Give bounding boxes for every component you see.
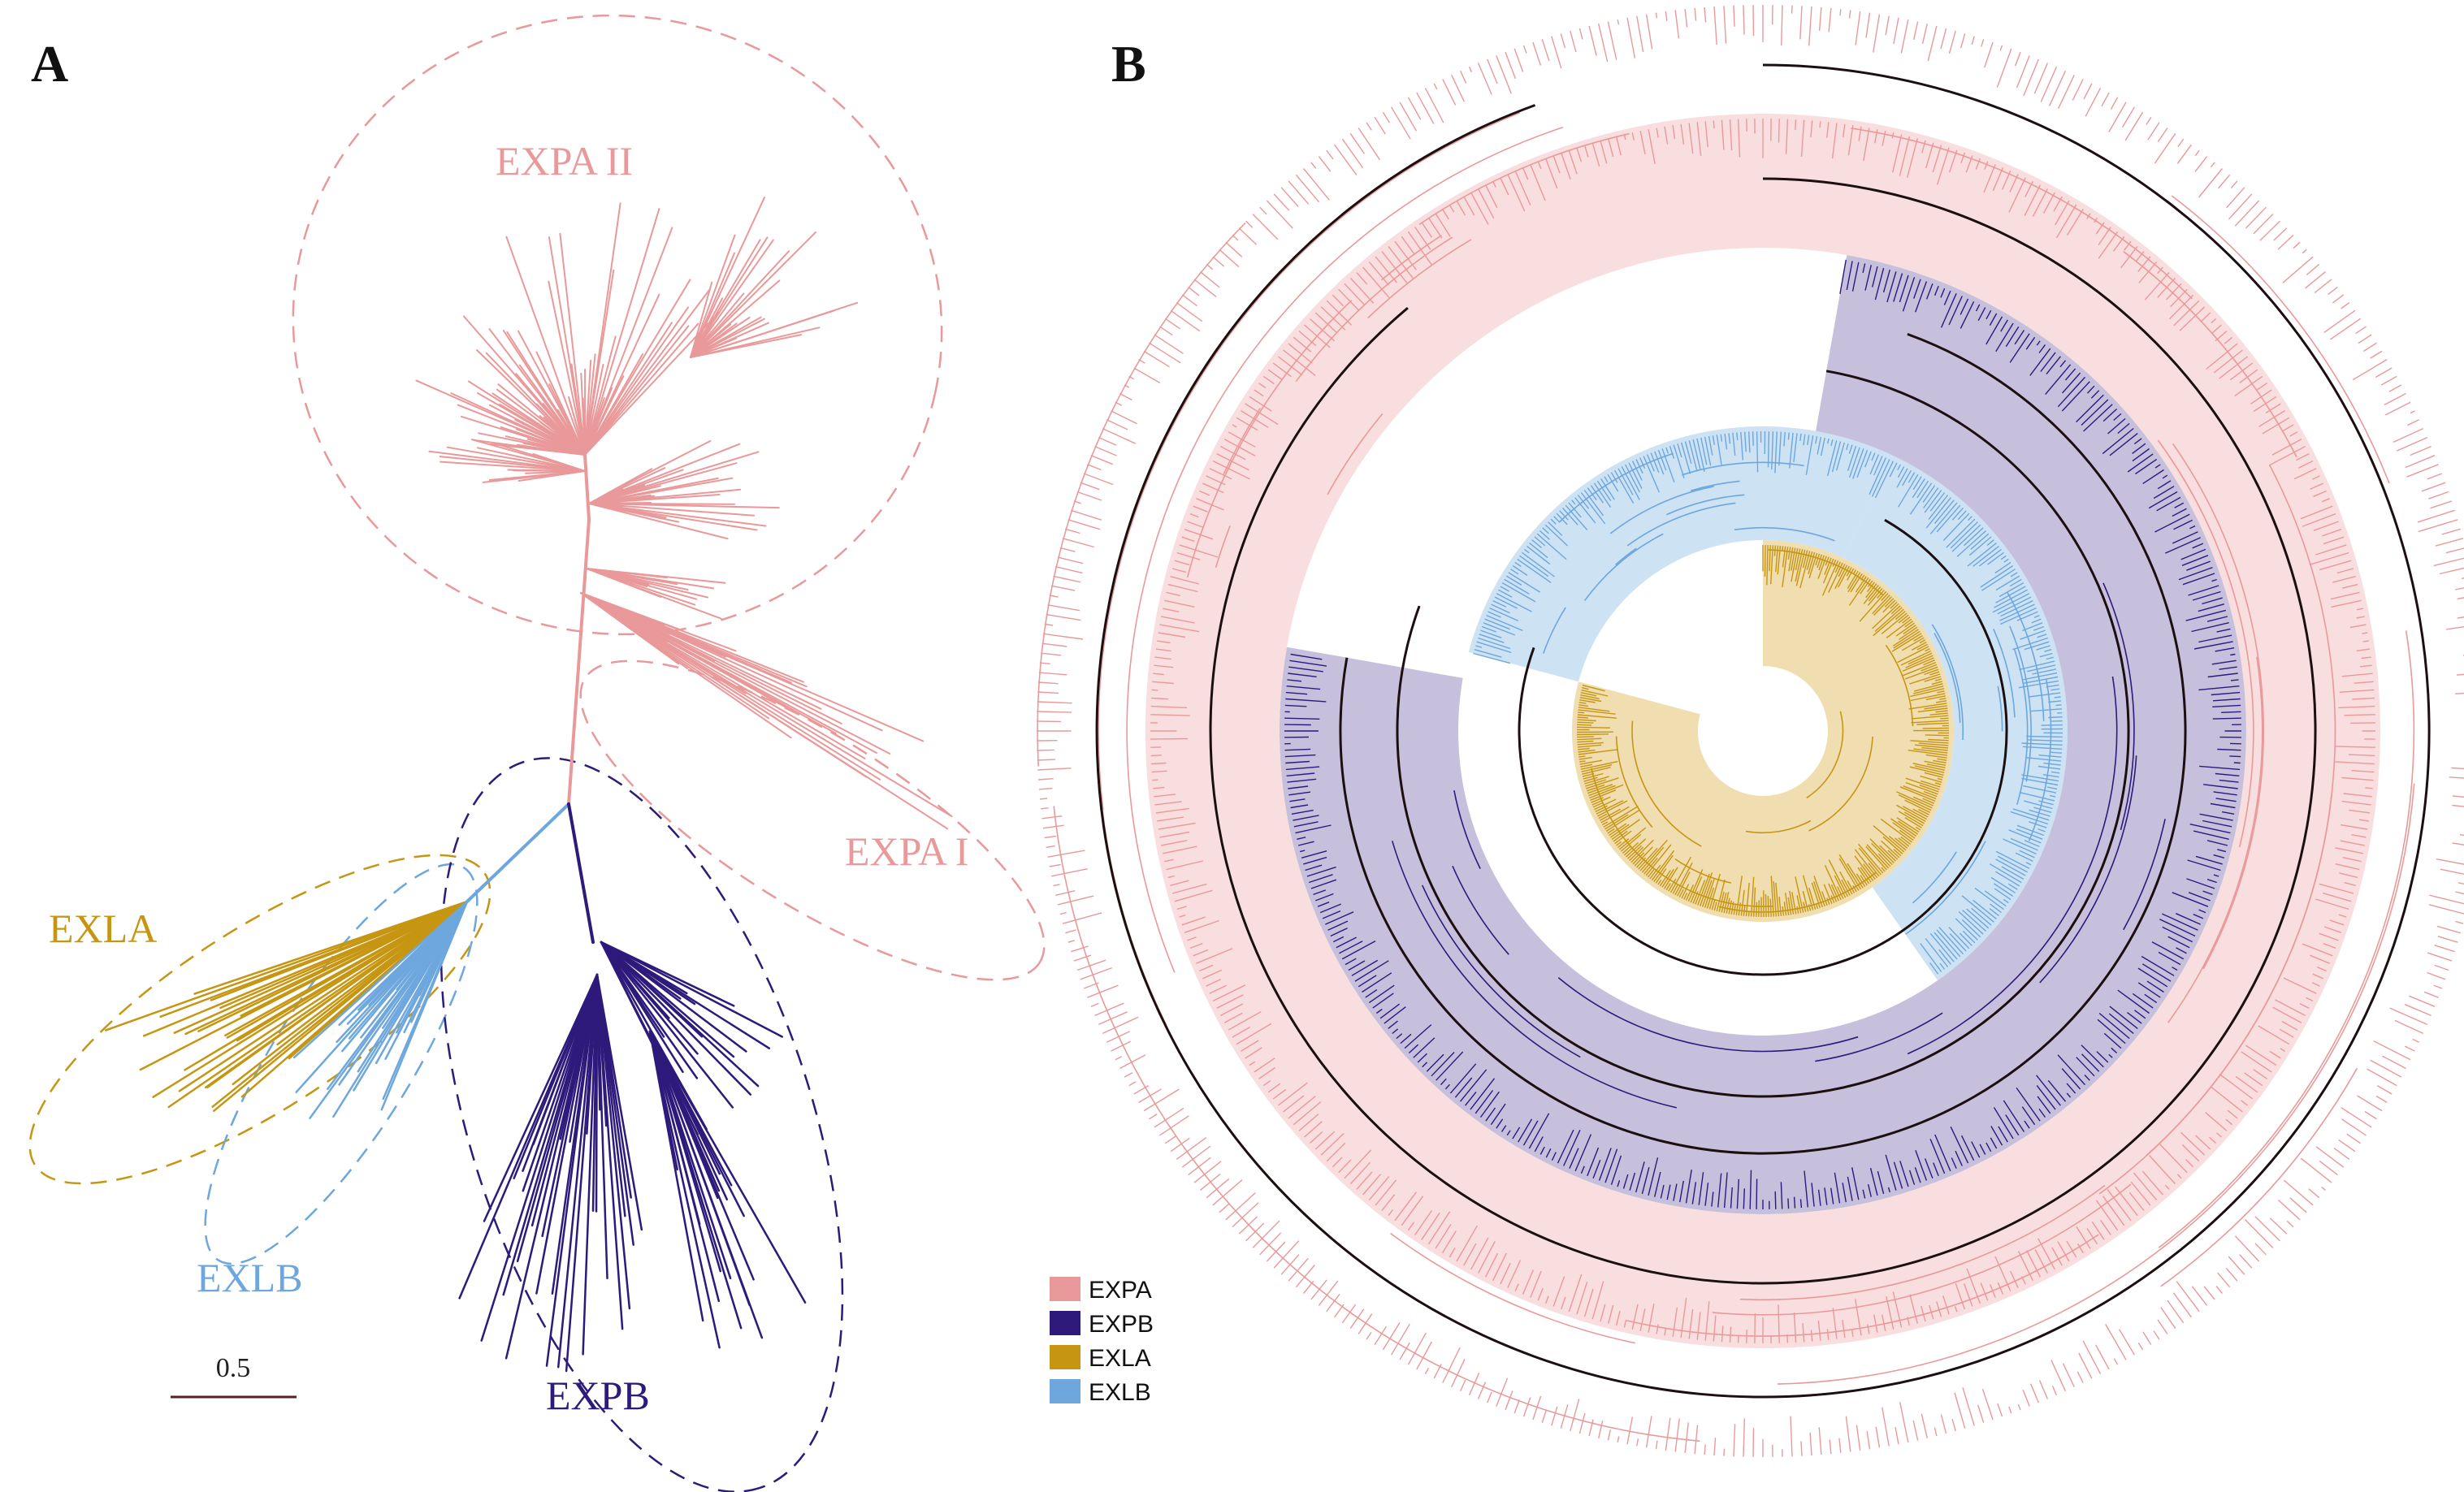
expa2-upper-branches: [505, 202, 720, 456]
expb-clade-outline: [440, 757, 844, 1492]
expb-backbone: [567, 802, 595, 944]
backbone-ring-2: [1396, 370, 2130, 1098]
backbone-ring-1: [1518, 518, 2008, 976]
expa-band-tips: [1150, 119, 2375, 1343]
legend-item-exla: EXLA: [1050, 1345, 1151, 1372]
expa-backbone: [567, 453, 591, 806]
expa-band-branches: [1625, 128, 2336, 1337]
legend-swatch-exla: [1050, 1345, 1080, 1369]
exla-band-tips: [1576, 544, 1950, 918]
expa2-left-lower-branches: [428, 439, 586, 483]
exlb-band-branches: [1905, 592, 2052, 935]
legend-swatch-expa: [1050, 1277, 1080, 1301]
expb-lower-branches: [648, 1030, 807, 1349]
legend-swatch-expb: [1050, 1311, 1080, 1335]
expa-band-inner-tips: [1159, 119, 1756, 633]
legend-item-expa: EXPA: [1050, 1277, 1152, 1304]
legend-item-exlb: EXLB: [1050, 1379, 1151, 1406]
expa2-label: EXPA II: [496, 138, 633, 184]
expa2-mid-branches: [588, 439, 780, 540]
legend-label-exlb: EXLB: [1089, 1379, 1151, 1406]
legend-item-expb: EXPB: [1050, 1311, 1154, 1338]
exla-label: EXLA: [49, 906, 157, 951]
expb-label: EXPB: [546, 1373, 650, 1418]
exlb-band-tips: [1871, 459, 2063, 975]
expa2-left-branches: [415, 315, 586, 456]
legend: EXPA EXPB EXLA EXLB: [1050, 1277, 1154, 1406]
scale-bar-label: 0.5: [216, 1353, 251, 1383]
backbone-ring-3: [1339, 332, 2187, 1155]
panel-b-label: B: [1111, 35, 1146, 93]
exlb-label: EXLB: [197, 1255, 303, 1300]
exlb-band: [1843, 455, 2068, 981]
expb-center-branches: [458, 973, 643, 1373]
expa1-clade-outline: [579, 660, 1046, 981]
expa1-label: EXPA I: [845, 828, 968, 874]
expb-band-branches: [1391, 582, 2166, 1109]
expa1-branches: [580, 592, 953, 830]
expa-band-outer-tips: [1037, 5, 2464, 1457]
legend-swatch-exlb: [1050, 1379, 1080, 1403]
exlb-band-outer-tips: [1473, 430, 1887, 664]
legend-label-expa: EXPA: [1089, 1277, 1152, 1304]
legend-label-exla: EXLA: [1089, 1345, 1151, 1372]
scale-bar: 0.5: [171, 1353, 297, 1399]
exla-band: [1571, 540, 1954, 922]
expa2-right-branches: [690, 197, 859, 358]
panel-a-label: A: [31, 35, 68, 93]
spiral-tree: [1037, 5, 2464, 1457]
expa-stem-branches: [586, 568, 726, 620]
exlb-band-outer: [1468, 426, 1892, 682]
backbone-ring-5: [1095, 63, 2431, 1399]
exla-clade-outline: [28, 854, 492, 1185]
backbone-ring-4: [1209, 177, 2317, 1285]
expb-band-tips: [1284, 259, 2241, 1209]
legend-label-expb: EXPB: [1089, 1311, 1154, 1338]
exlb-branches: [292, 900, 469, 1119]
exlb-backbone: [466, 802, 570, 903]
unrooted-tree: EXPA II EXPA I EXLA EXLB EXPB 0.5: [28, 14, 1046, 1492]
expa-band-inner: [1154, 113, 1763, 647]
tree-branches: [105, 197, 953, 1373]
expa2-clade-outline: [292, 14, 943, 636]
expb-right-branches: [600, 941, 784, 1135]
expb-band: [1279, 255, 2246, 1214]
